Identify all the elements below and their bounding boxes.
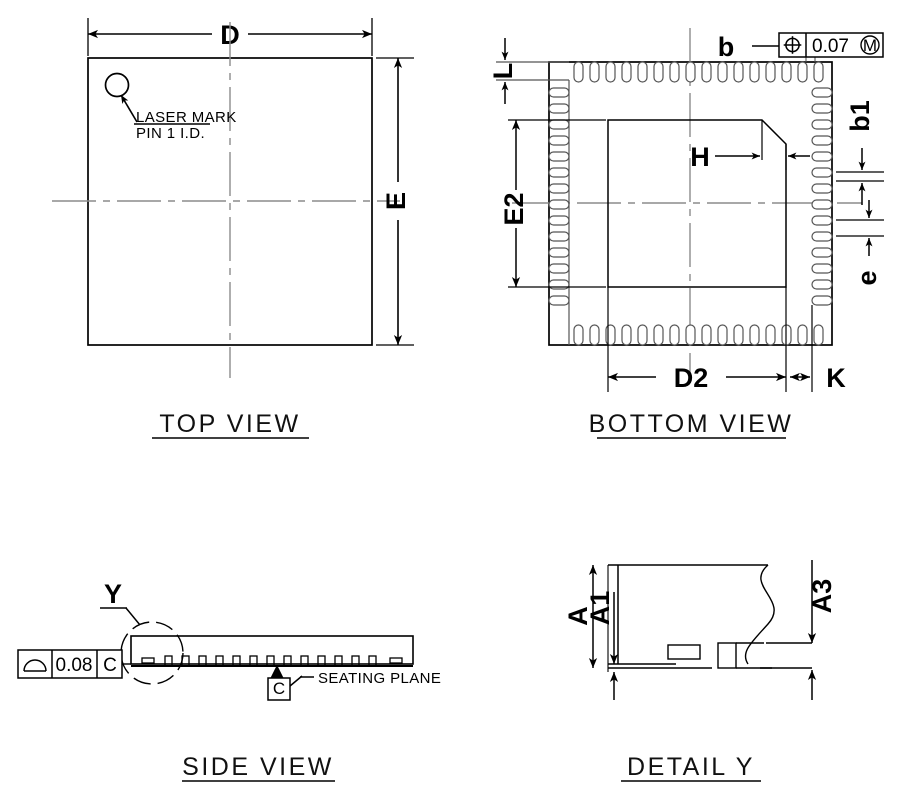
top-view-group: D LASER MARK PIN 1 I.D. E TOP VIEW bbox=[52, 18, 414, 439]
detail-bubble-leader bbox=[125, 607, 141, 626]
side-view-leads bbox=[141, 655, 403, 667]
bottom-view-title: BOTTOM VIEW bbox=[589, 410, 794, 438]
flatness-tolerance-value: 0.08 bbox=[56, 655, 93, 676]
bottom-view-leads-right bbox=[811, 87, 833, 306]
bottom-view-dimension-b1: b1 bbox=[845, 100, 875, 132]
flatness-datum-letter: C bbox=[103, 655, 117, 676]
bottom-view-dimension-H: H bbox=[690, 142, 710, 172]
bottom-view-dimension-e: e bbox=[852, 270, 882, 285]
pin1-callout-leader bbox=[120, 94, 138, 123]
position-icon bbox=[783, 36, 802, 54]
bottom-view-group: L b 0.07 M b1 bbox=[488, 28, 884, 439]
datum-c-box bbox=[267, 677, 291, 701]
flatness-fcf-box bbox=[17, 649, 123, 679]
bottom-view-dimension-L: L bbox=[488, 63, 518, 80]
bottom-view-dimension-D2: D2 bbox=[674, 363, 709, 393]
top-view-dimension-E: E bbox=[381, 192, 411, 210]
detail-lead-pad bbox=[667, 644, 701, 660]
bottom-view-feature-control-frame: 0.07 M bbox=[778, 32, 884, 58]
detail-view-title: DETAIL Y bbox=[627, 753, 755, 781]
flatness-icon bbox=[23, 659, 47, 672]
top-view-title: TOP VIEW bbox=[159, 410, 300, 438]
detail-break-line bbox=[744, 564, 775, 665]
detail-dimension-A3: A3 bbox=[807, 579, 837, 614]
seating-plane-label: SEATING PLANE bbox=[318, 670, 441, 687]
side-view-package-body bbox=[130, 635, 414, 665]
datum-c-letter: C bbox=[273, 679, 285, 698]
pin1-laser-mark-circle bbox=[104, 72, 130, 98]
detail-bubble-label: Y bbox=[104, 579, 122, 609]
detail-view-group: A A1 A3 DETAIL Y bbox=[563, 560, 837, 782]
detail-dimension-A1: A1 bbox=[585, 591, 615, 626]
mmc-modifier-letter: M bbox=[863, 36, 877, 55]
side-view-group: Y 0.08 C C SEATING PLANE SIDE VIEW bbox=[17, 579, 441, 782]
detail-bubble-circle bbox=[120, 621, 184, 685]
bottom-view-dimension-b: b bbox=[718, 32, 735, 62]
laser-mark-label: LASER MARK bbox=[136, 109, 237, 126]
pin1-id-label: PIN 1 I.D. bbox=[136, 125, 205, 142]
bottom-view-dimension-K: K bbox=[826, 363, 846, 393]
detail-dimension-A: A bbox=[563, 606, 593, 626]
bottom-view-die-pad bbox=[607, 119, 787, 288]
detail-lead-shoulder bbox=[717, 642, 737, 669]
fcf-tolerance-value: 0.07 bbox=[812, 36, 849, 57]
bottom-view-leads-top bbox=[573, 61, 824, 83]
side-view-feature-control-frame: 0.08 C bbox=[17, 649, 123, 679]
bottom-view-dimension-E2: E2 bbox=[499, 192, 529, 225]
mmc-modifier-circle bbox=[860, 35, 880, 55]
side-view-title: SIDE VIEW bbox=[182, 753, 334, 781]
